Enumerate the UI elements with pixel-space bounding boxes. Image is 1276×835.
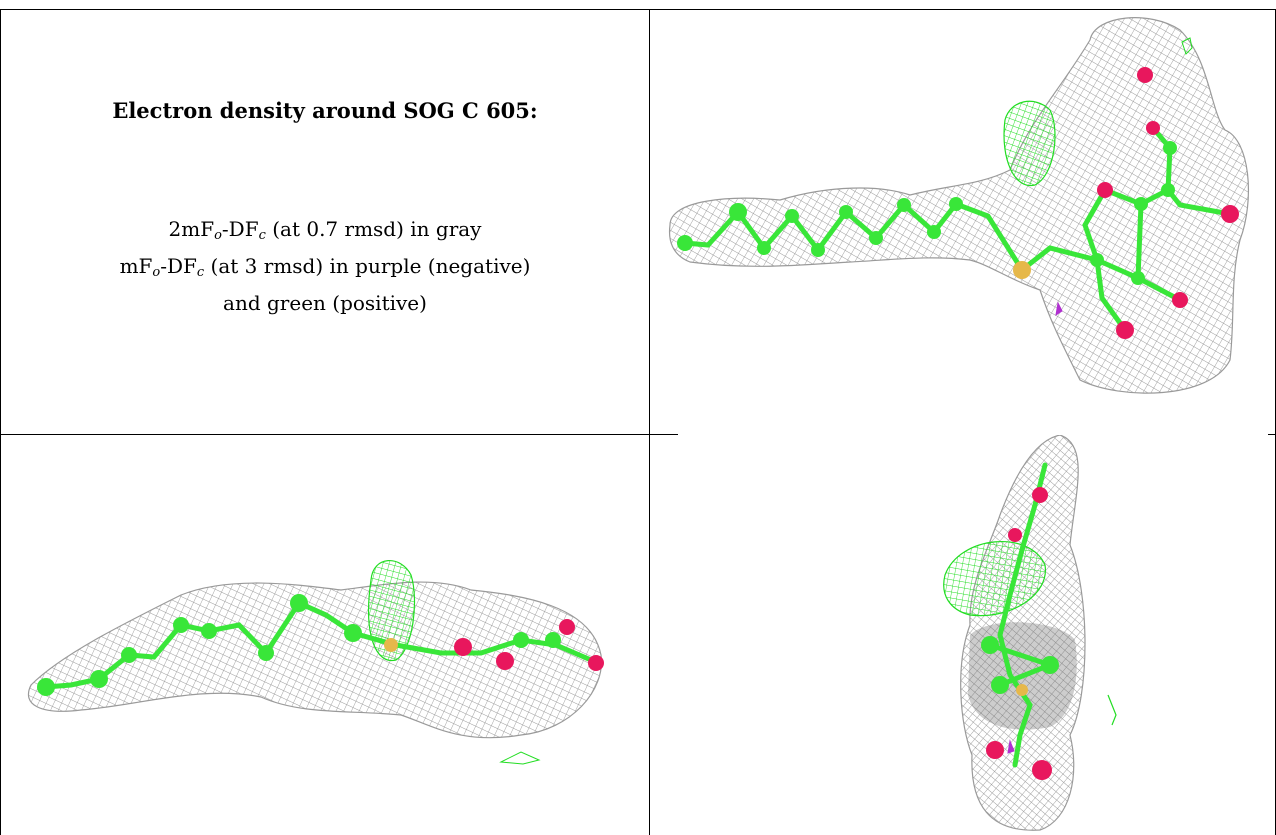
legend-line1-a: 2mF — [168, 217, 215, 241]
table-row-divider-right — [1268, 434, 1276, 435]
table-row-divider-left — [0, 434, 636, 435]
legend-line2-sub-c: c — [196, 265, 205, 280]
legend-line2-a: mF — [119, 254, 153, 278]
legend-line1-e: (at 0.7 rmsd) in gray — [265, 217, 482, 241]
legend-line1-c: -DF — [221, 217, 259, 241]
legend-line2-e: (at 3 rmsd) in purple (negative) — [204, 254, 531, 278]
legend-line1-sub-o: o — [214, 228, 222, 243]
mesh-positive-green-fragment — [499, 751, 541, 765]
ligand-atoms — [677, 67, 1239, 339]
legend-line2-sub-o: o — [152, 265, 161, 280]
legend-line-green: and green (positive) — [223, 291, 427, 315]
table-top-border — [0, 9, 1276, 10]
density-render-side — [27, 560, 604, 765]
legend-line-2mfo: 2mFo-DFc (at 0.7 rmsd) in gray — [1, 214, 649, 251]
figure-title: Electron density around SOG C 605: — [112, 98, 538, 123]
legend-line1-sub-c: c — [258, 228, 266, 243]
ligand-atoms-end — [981, 487, 1059, 780]
mesh-envelope-gray-end — [960, 435, 1086, 831]
density-view-side — [1, 435, 649, 835]
legend-text: 2mFo-DFc (at 0.7 rmsd) in gray mFo-DFc (… — [1, 214, 649, 318]
mesh-positive-green-fragment-end — [1107, 694, 1117, 726]
legend-cell: Electron density around SOG C 605: 2mFo-… — [1, 10, 649, 433]
mesh-negative-purple-end — [1007, 739, 1015, 754]
mesh-positive-green — [1003, 100, 1056, 187]
table-left-border — [0, 9, 1, 835]
density-render-front — [668, 17, 1249, 394]
table-row-divider-mid — [636, 434, 678, 435]
density-render-end — [943, 435, 1117, 831]
ligand-atoms-side — [37, 594, 604, 696]
mesh-negative-purple — [1055, 301, 1063, 317]
table-mid-vertical — [649, 9, 650, 835]
density-view-front — [650, 0, 1275, 434]
legend-line-mfo: mFo-DFc (at 3 rmsd) in purple (negative) — [1, 251, 649, 288]
density-view-end — [650, 435, 1275, 835]
mesh-positive-green-small — [1181, 37, 1193, 55]
mesh-envelope-gray-side — [27, 581, 603, 739]
legend-line2-c: -DF — [160, 254, 197, 278]
sulfur-atom — [1013, 261, 1031, 279]
